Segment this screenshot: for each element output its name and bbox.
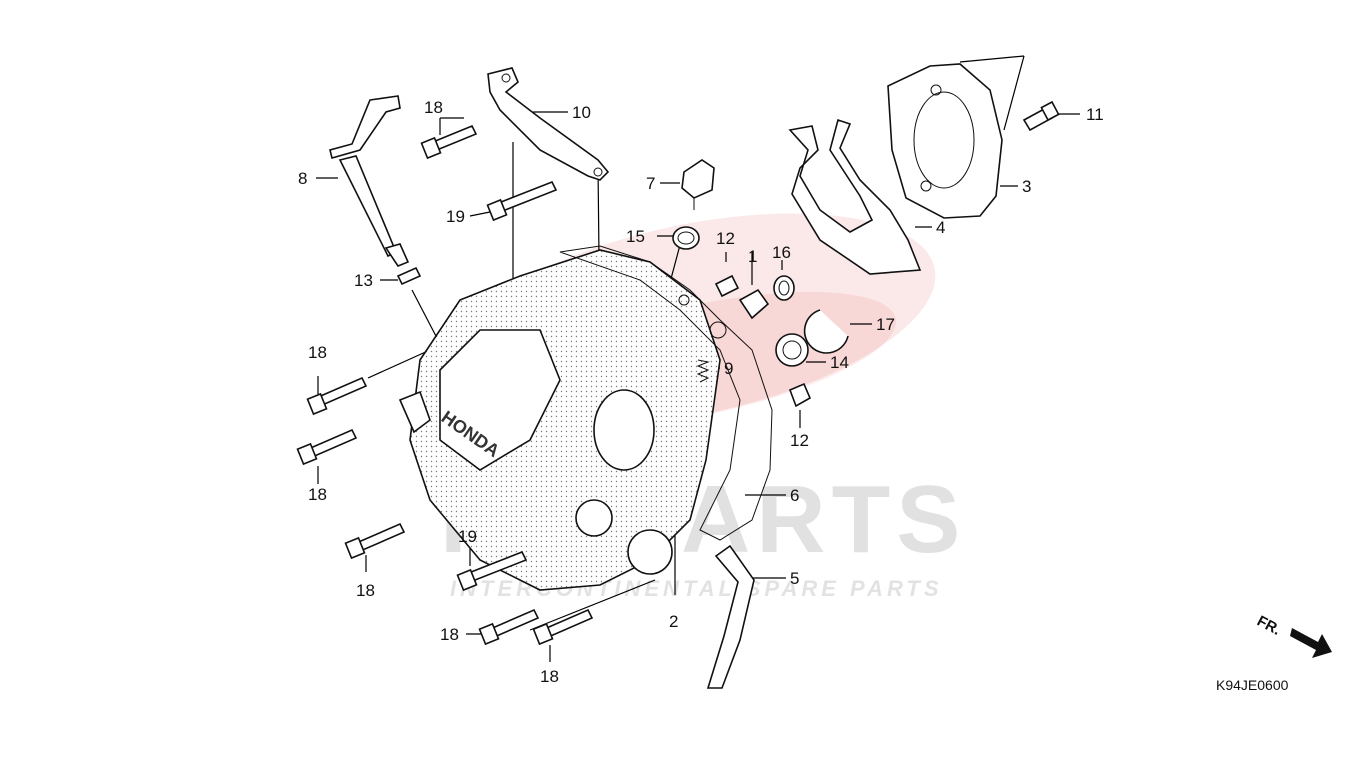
part-12-dowel-pin-b <box>788 382 812 408</box>
diagram-code: K94JE0600 <box>1216 677 1289 693</box>
front-arrow-icon <box>1290 628 1332 658</box>
part-8-shift-sensor <box>329 95 410 267</box>
bolt-18-c <box>296 428 358 466</box>
bolt-18-e <box>478 608 540 646</box>
part-2-crankcase-cover: HONDA <box>398 249 721 591</box>
part-15-o-ring <box>672 226 700 250</box>
part-16-washer <box>773 275 795 301</box>
callout-13: 13 <box>354 271 373 290</box>
callout-6: 6 <box>790 486 799 505</box>
part-11-bolt <box>1022 100 1060 132</box>
callout-18-f: 18 <box>540 667 559 686</box>
callout-3: 3 <box>1022 177 1031 196</box>
callout-18-e: 18 <box>440 625 459 644</box>
callout-9: 9 <box>724 359 733 378</box>
part-10-bracket <box>487 67 610 181</box>
callout-2: 2 <box>669 612 678 631</box>
part-5-breather-hose <box>706 544 755 689</box>
part-12-dowel-pin-a <box>714 274 740 298</box>
callout-10: 10 <box>572 103 591 122</box>
callout-4: 4 <box>936 218 945 237</box>
callout-18-d: 18 <box>356 581 375 600</box>
part-17-circlip <box>803 309 849 354</box>
callout-19-b: 19 <box>458 527 477 546</box>
part-1-collar <box>738 288 770 320</box>
front-label: FR. <box>1254 613 1283 639</box>
callout-18-c: 18 <box>308 485 327 504</box>
bolt-18-d <box>344 522 406 560</box>
part-6-gasket <box>559 245 773 541</box>
bolt-18-a <box>420 124 478 160</box>
part-4-guide <box>788 118 922 275</box>
bolt-18-f <box>532 608 594 646</box>
callout-12-a: 12 <box>716 229 735 248</box>
part-3-plate <box>887 63 1003 219</box>
callout-15: 15 <box>626 227 645 246</box>
callout-16: 16 <box>772 243 791 262</box>
front-direction-marker: FR. <box>1254 613 1332 658</box>
callout-18-a: 18 <box>424 98 443 117</box>
callout-5: 5 <box>790 569 799 588</box>
callout-8: 8 <box>298 169 307 188</box>
callout-12-b: 12 <box>790 431 809 450</box>
bolt-19-a <box>486 180 558 222</box>
part-13-pin <box>396 266 422 286</box>
callout-17: 17 <box>876 315 895 334</box>
callout-18-b: 18 <box>308 343 327 362</box>
callout-labels: 8 13 18 10 19 7 15 12 1 16 4 3 11 17 14 … <box>298 98 1104 686</box>
callout-7: 7 <box>646 174 655 193</box>
part-14-oil-seal <box>775 333 809 367</box>
callout-14: 14 <box>830 353 849 372</box>
bolt-18-b <box>306 376 368 416</box>
callout-19-a: 19 <box>446 207 465 226</box>
part-9-spring <box>696 359 710 383</box>
callout-1: 1 <box>748 247 757 266</box>
bolts <box>296 124 594 646</box>
part-7-oil-filler-cap <box>681 159 715 210</box>
callout-11: 11 <box>1086 105 1104 124</box>
bolt-19-b <box>456 550 528 592</box>
